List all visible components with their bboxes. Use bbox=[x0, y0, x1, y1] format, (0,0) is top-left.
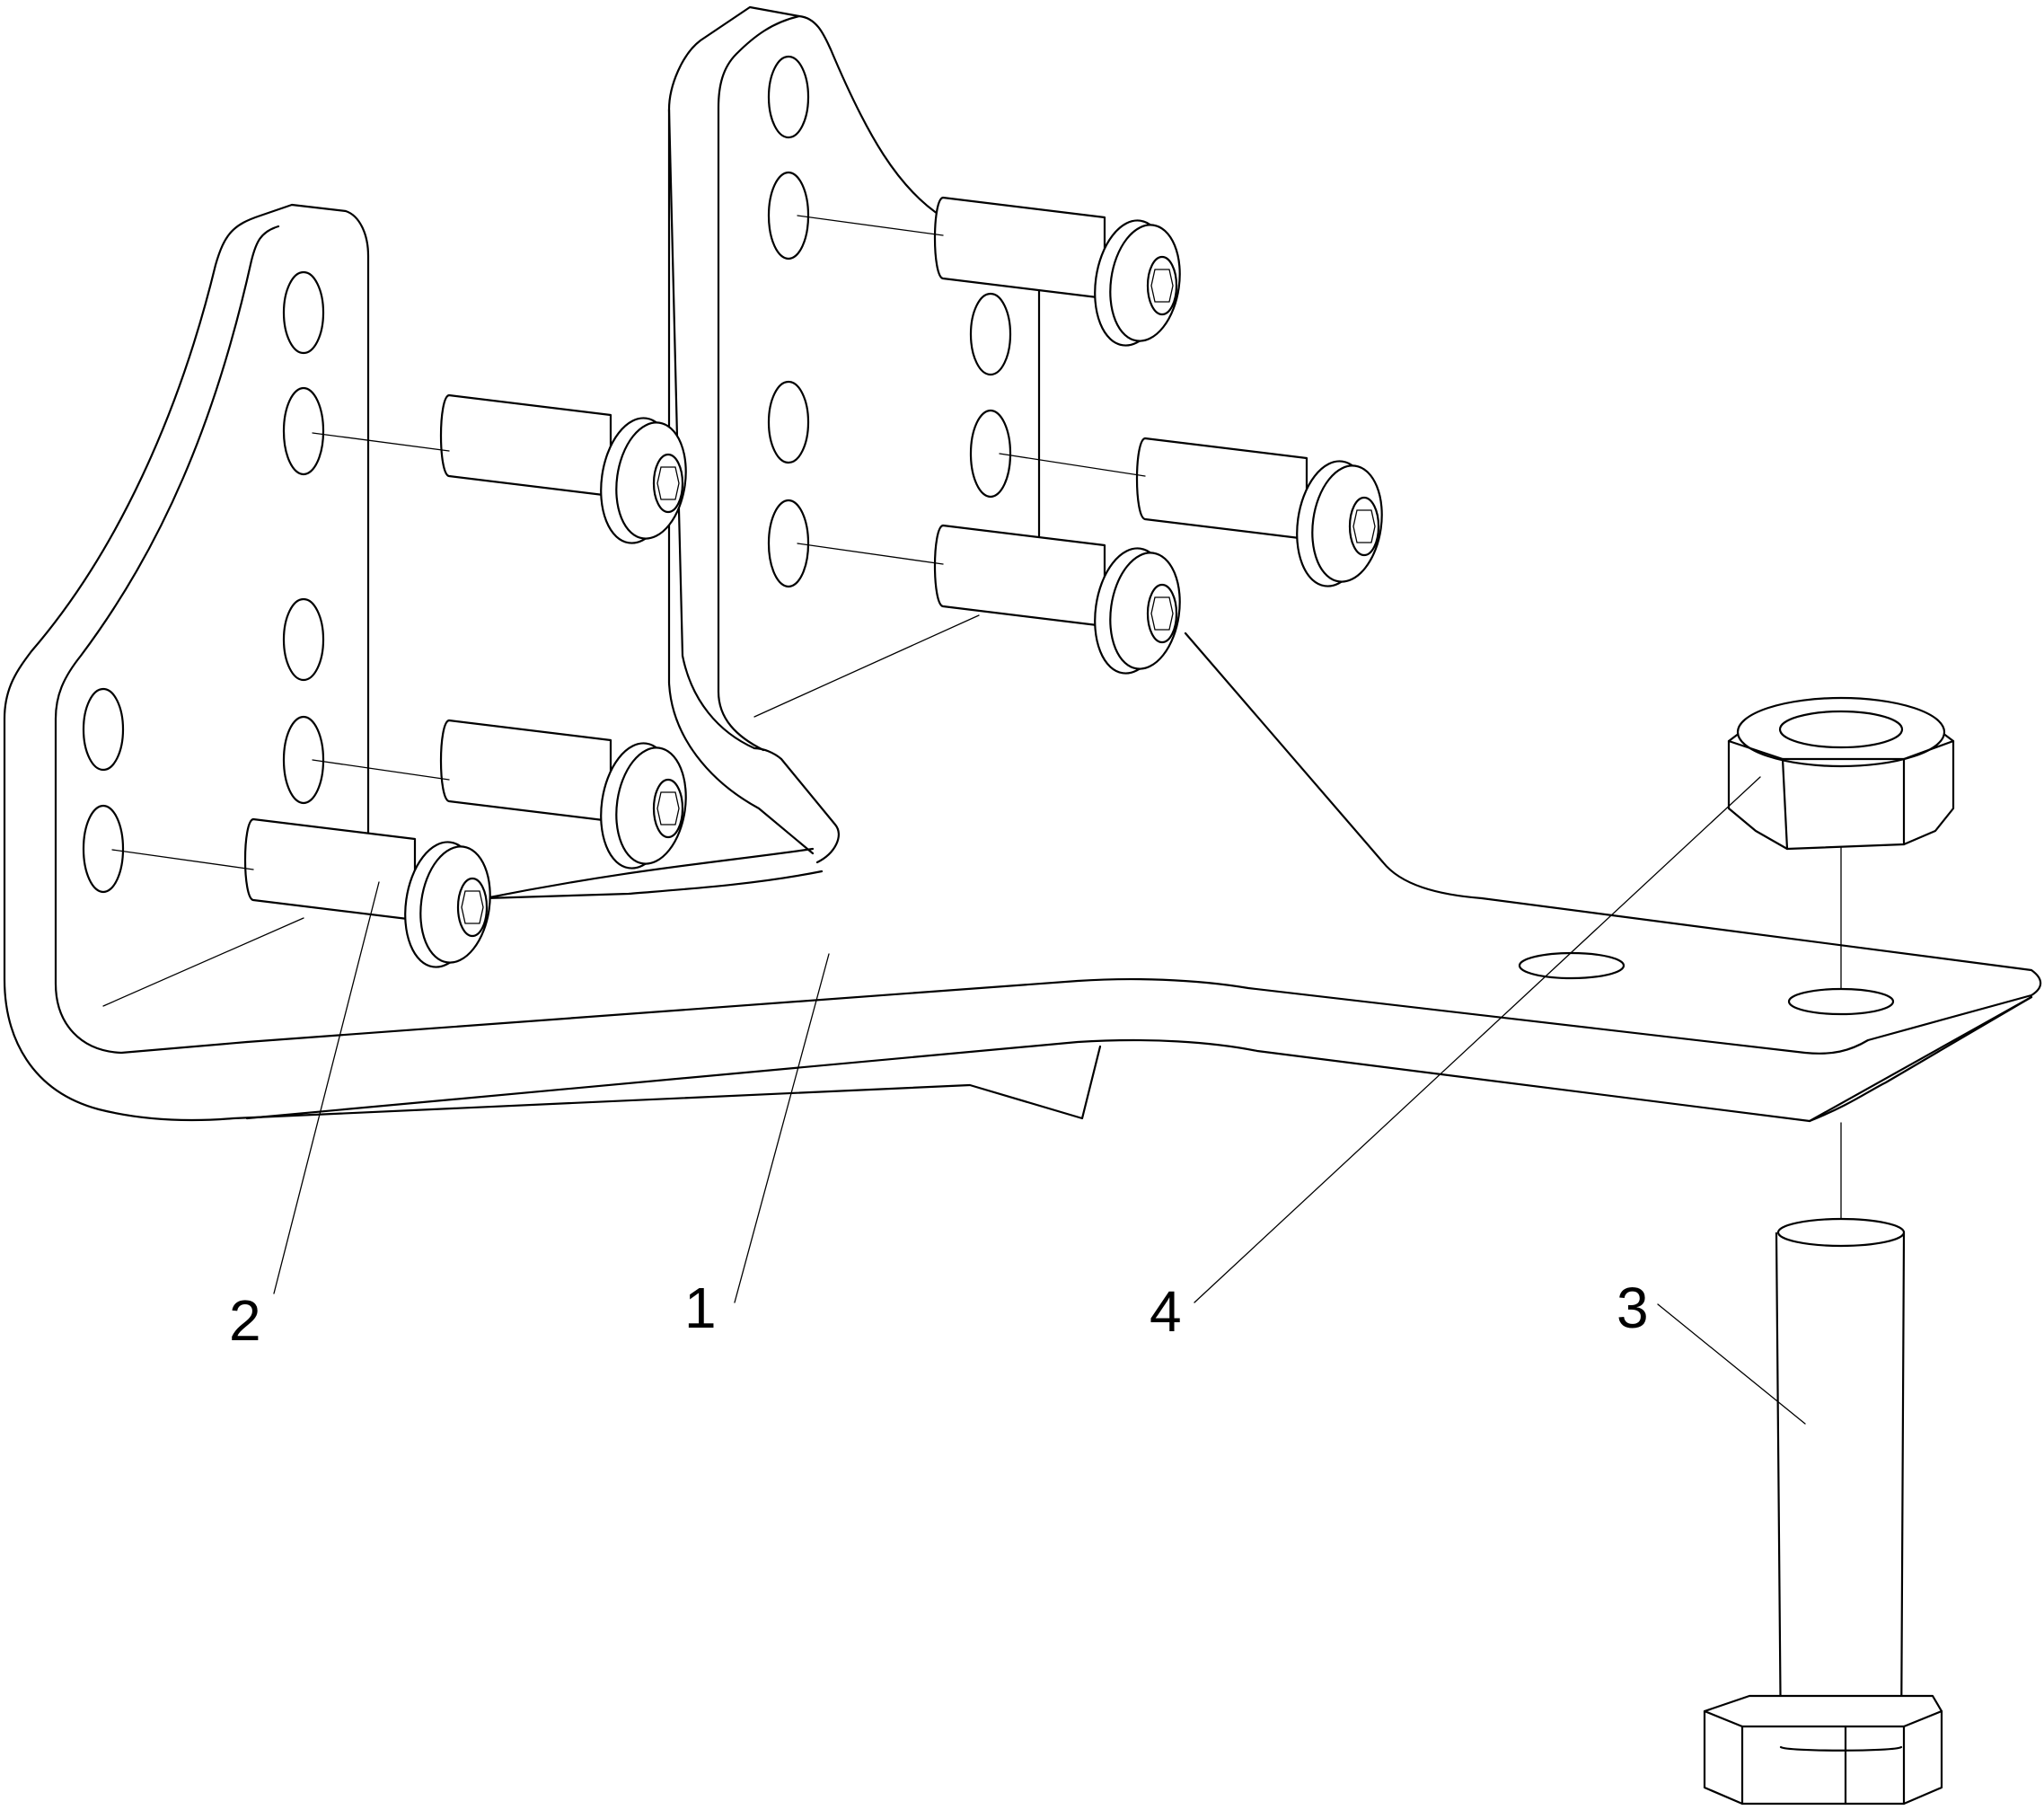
leader-3 bbox=[1657, 1303, 1806, 1425]
screw bbox=[1135, 437, 1383, 587]
leader-2 bbox=[273, 881, 380, 1294]
hole bbox=[282, 597, 325, 682]
hole bbox=[82, 804, 125, 894]
bracket-base-front-edge bbox=[245, 995, 2033, 1123]
center-lines bbox=[111, 215, 1842, 1233]
bracket-left-plate-inner bbox=[54, 225, 280, 1055]
bracket-right-plate-outline bbox=[667, 5, 945, 864]
bracket-base-plate bbox=[245, 631, 2042, 1055]
leader-4 bbox=[1194, 776, 1761, 1303]
screw bbox=[439, 719, 687, 870]
leader-lines bbox=[102, 614, 1806, 1425]
hex-nut bbox=[1727, 696, 1955, 851]
leader-bracket-left bbox=[102, 917, 304, 1007]
screw bbox=[933, 524, 1181, 675]
bracket-right-plate-inner bbox=[717, 14, 801, 752]
callout-4: 4 bbox=[1150, 1279, 1182, 1344]
callout-1: 1 bbox=[684, 1276, 717, 1340]
hole bbox=[82, 687, 125, 772]
bracket-chamfer bbox=[1808, 995, 2033, 1123]
hole bbox=[767, 499, 810, 588]
hole bbox=[767, 171, 810, 260]
main-bracket bbox=[3, 5, 2042, 1123]
hole bbox=[969, 409, 1012, 499]
bracket-outline bbox=[3, 203, 1102, 1122]
leader-bracket-right bbox=[753, 614, 980, 718]
hole bbox=[282, 715, 325, 805]
bracket-right-plate bbox=[483, 847, 824, 900]
bracket-right-plate-back bbox=[667, 108, 815, 855]
screws bbox=[243, 196, 1383, 968]
callout-3: 3 bbox=[1617, 1276, 1649, 1340]
hole bbox=[969, 292, 1012, 376]
hole bbox=[767, 380, 810, 464]
hole bbox=[1518, 951, 1626, 980]
hex-bolt bbox=[1703, 1217, 1943, 1806]
screw bbox=[439, 393, 687, 544]
callouts: 2 1 4 3 bbox=[229, 1276, 1649, 1353]
screw bbox=[933, 196, 1181, 347]
hole bbox=[1787, 987, 1895, 1016]
hole bbox=[282, 270, 325, 355]
leader-1 bbox=[734, 953, 830, 1303]
screw bbox=[243, 817, 491, 968]
hole bbox=[282, 386, 325, 476]
callout-2: 2 bbox=[229, 1288, 261, 1353]
hole bbox=[767, 55, 810, 139]
